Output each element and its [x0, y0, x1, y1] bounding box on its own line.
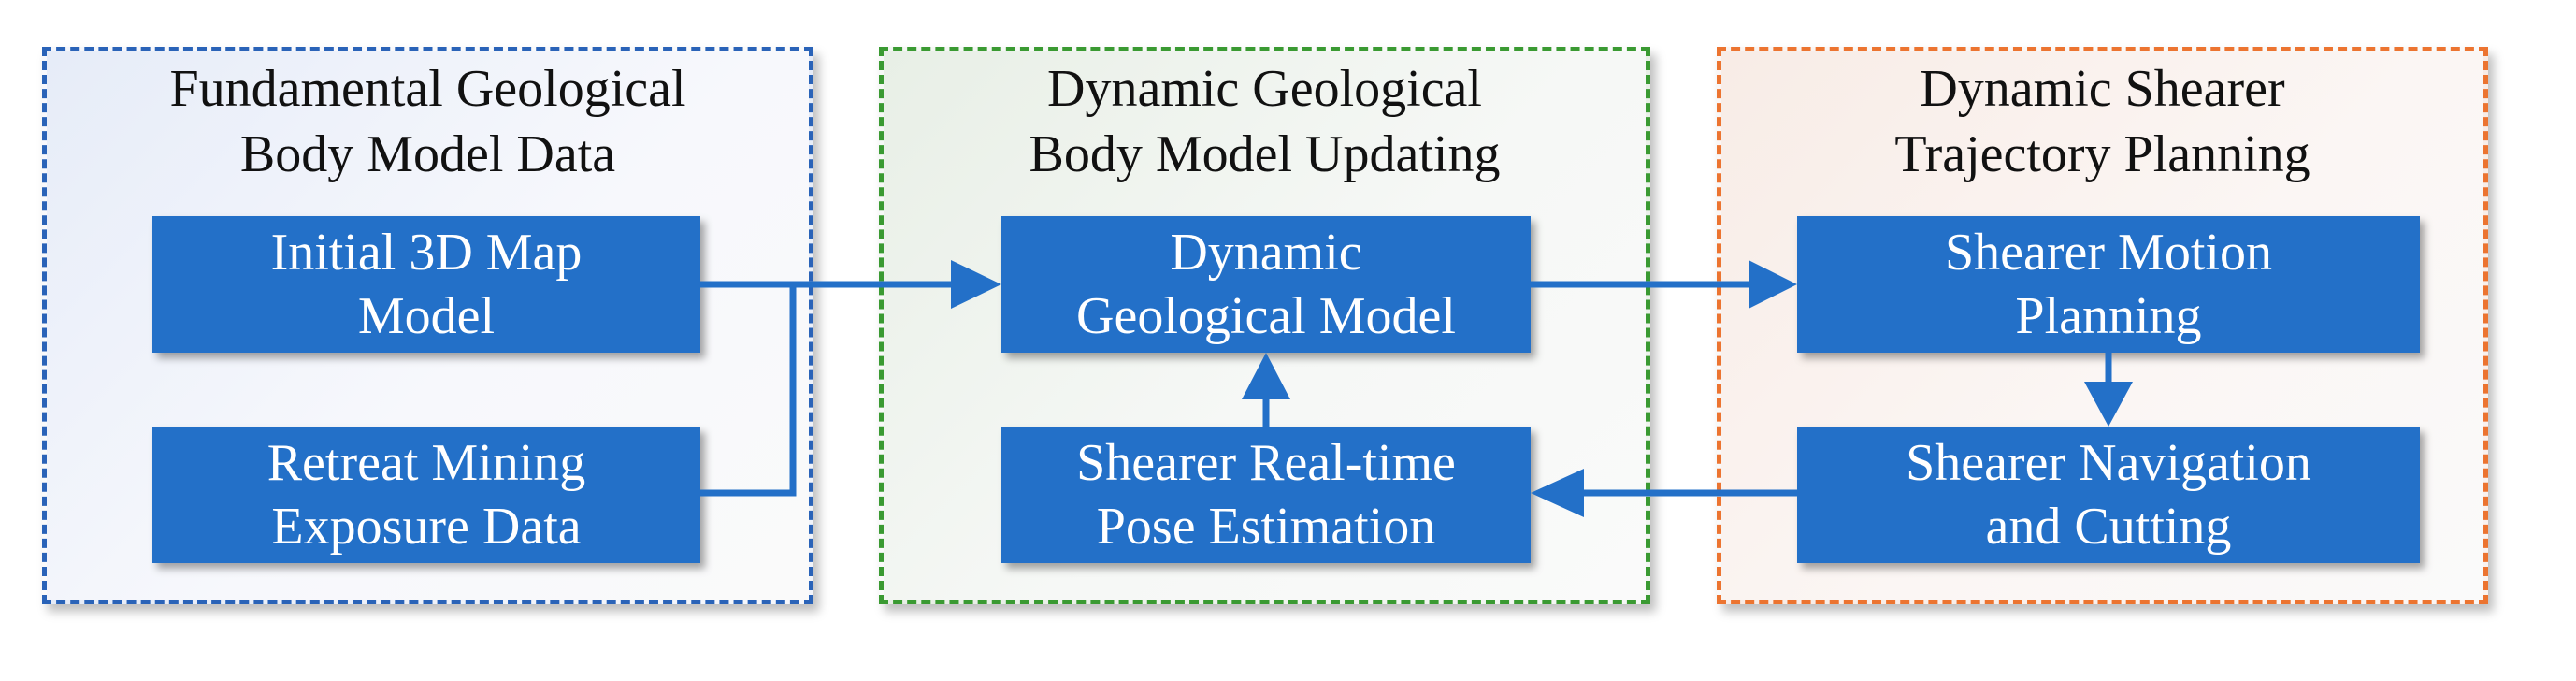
arrowhead-up: [1242, 353, 1290, 399]
arrow-retreat-to-merge: [700, 284, 793, 493]
arrowhead-down: [2084, 382, 2133, 427]
arrowhead-right: [1749, 260, 1797, 309]
arrowhead-left: [1531, 469, 1584, 517]
arrowhead-right: [951, 260, 1001, 309]
